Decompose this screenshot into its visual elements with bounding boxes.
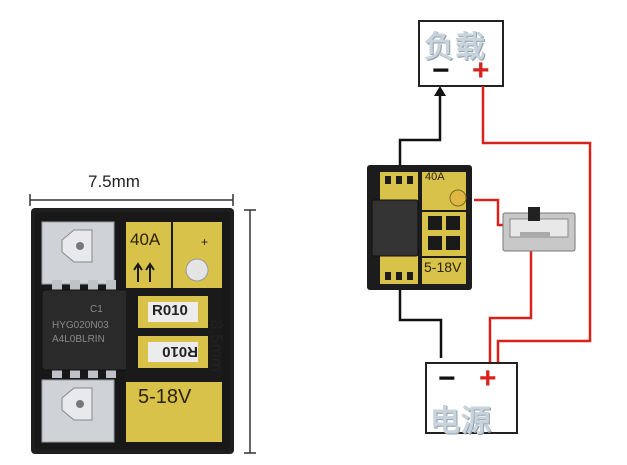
- power-minus-sign: −: [438, 362, 456, 395]
- svg-text:+: +: [201, 235, 208, 249]
- left-voltage-mark: 5-18V: [138, 386, 192, 408]
- arrow-marks: [133, 262, 155, 282]
- chip-marking-2: HYG020N03: [52, 320, 109, 331]
- arrow-up-icon: [434, 86, 446, 96]
- width-dimension-label: 7.5mm: [88, 172, 140, 191]
- board-voltage-mark: 5-18V: [424, 259, 462, 275]
- power-plus-sign: +: [479, 362, 497, 395]
- small-mosfet-chip: [371, 199, 419, 257]
- wiring-diagram: [367, 20, 592, 434]
- load-minus-sign: −: [432, 54, 450, 87]
- power-box: [425, 362, 518, 434]
- load-plus-sign: +: [472, 54, 490, 87]
- black-wire: [398, 92, 443, 358]
- load-label: 负载: [424, 30, 486, 65]
- chip-marking-1: C1: [90, 304, 103, 315]
- left-current-mark: 40A: [130, 230, 161, 249]
- round-pad: [185, 258, 209, 282]
- resistor-code-bottom: R010: [162, 343, 198, 360]
- power-label: 电源: [430, 404, 492, 439]
- height-dimension-label: 8.5mm: [207, 320, 226, 372]
- resistor-code-top: R010: [152, 302, 188, 319]
- slide-switch: [502, 207, 576, 252]
- left-board-photo: +: [29, 194, 256, 454]
- chip-marking-3: A4L0BLRIN: [52, 334, 105, 345]
- load-box: [418, 20, 504, 87]
- board-current-mark: 40A: [425, 171, 445, 183]
- height-dimension-line: [244, 209, 256, 454]
- width-dimension-line: [29, 194, 234, 206]
